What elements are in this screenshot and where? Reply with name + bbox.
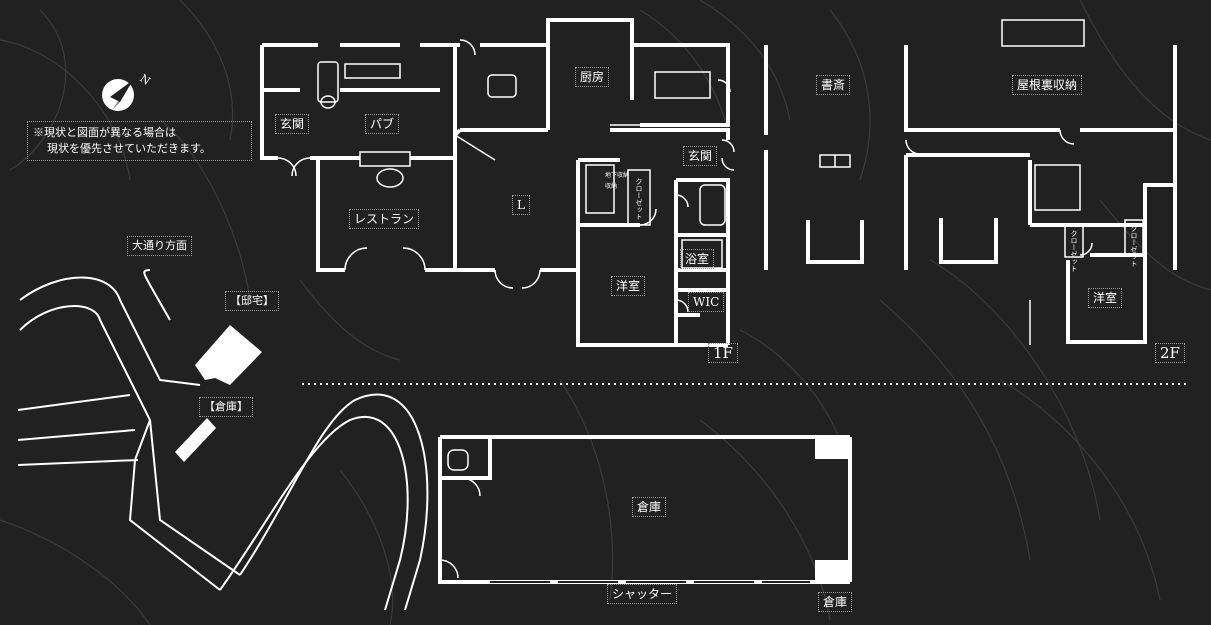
floor-level-2f: 2F — [1155, 343, 1185, 363]
floor-level-1f: 1F — [708, 343, 738, 363]
compass-icon: N — [102, 72, 153, 111]
room-label-western-room-1f: 洋室 — [611, 276, 646, 296]
room-label-storage: 収納 — [605, 183, 618, 190]
room-label-underfloor-storage: 地下収納 — [605, 172, 630, 179]
disclaimer-line-1: ※現状と図面が異なる場合は — [33, 126, 176, 139]
room-label-closet-2f-b: クローゼット — [1130, 225, 1138, 267]
compass-north-label: N — [137, 72, 153, 88]
room-label-kitchen: 厨房 — [575, 67, 610, 87]
room-label-western-room-2f: 洋室 — [1088, 288, 1123, 308]
room-label-restaurant: レストラン — [349, 209, 420, 229]
warehouse-building-icon — [175, 418, 216, 462]
road-direction-label: 大通り方面 — [127, 236, 192, 256]
floor2-fixtures — [819, 19, 1144, 345]
disclaimer-note: ※現状と図面が異なる場合は 現状を優先させていただきます。 — [27, 121, 252, 161]
floor2-walls — [764, 45, 1177, 344]
room-label-entrance-right: 玄関 — [683, 146, 718, 166]
room-label-wic: WIC — [688, 292, 725, 312]
floor1-walls — [260, 18, 730, 347]
shutter-label: シャッター — [607, 584, 678, 604]
room-label-living: L — [512, 195, 530, 215]
warehouse-fixtures — [439, 437, 850, 583]
room-label-study: 書斎 — [816, 75, 851, 95]
residence-label: 【邸宅】 — [225, 291, 279, 311]
warehouse-site-label: 【倉庫】 — [199, 397, 253, 417]
room-label-closet-1f: クローゼット — [635, 178, 643, 220]
room-label-pub: パブ — [365, 114, 400, 134]
room-label-bath: 浴室 — [680, 249, 715, 269]
room-label-attic-storage: 屋根裏収納 — [1012, 75, 1083, 95]
room-label-warehouse: 倉庫 — [632, 497, 667, 517]
residence-building-icon — [195, 325, 262, 385]
floor1-fixtures — [277, 39, 735, 313]
disclaimer-line-2: 現状を優先させていただきます。 — [47, 142, 211, 155]
site-road-map — [17, 269, 429, 611]
room-label-entrance-left: 玄関 — [275, 114, 310, 134]
warehouse-caption: 倉庫 — [818, 592, 853, 612]
room-label-closet-2f-a: クローゼット — [1070, 230, 1078, 272]
